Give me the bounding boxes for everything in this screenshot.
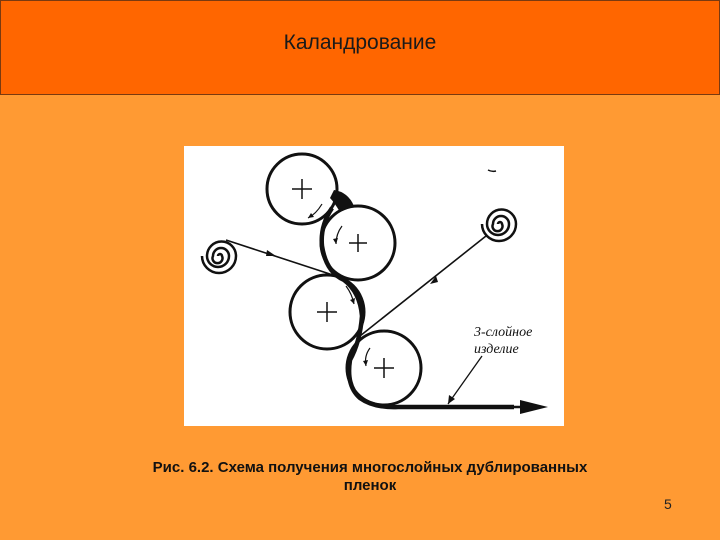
calender-roll-1 — [265, 152, 339, 226]
caption-figure-number: Рис. 6.2. — [152, 459, 218, 476]
caption-text: Схема получения многослойных дублированн… — [217, 459, 588, 476]
stray-mark — [487, 169, 497, 173]
figure-caption: Рис. 6.2. Схема получения многослойных д… — [90, 459, 650, 495]
calendering-diagram: 3-слойное изделие — [184, 146, 564, 426]
title-bar: Каландрование — [0, 0, 720, 95]
calender-roll-2 — [319, 204, 397, 282]
left-film-spiral — [200, 240, 238, 275]
output-arrow — [398, 400, 548, 414]
right-film-spiral — [480, 208, 518, 243]
right-film-path — [359, 235, 487, 337]
calender-roll-3 — [288, 273, 366, 351]
product-label-line2: изделие — [474, 342, 519, 357]
slide-title: Каландрование — [283, 31, 437, 54]
caption-line-2: пленок — [343, 477, 397, 494]
material-bank — [330, 190, 354, 212]
product-label-line1: 3-слойное — [473, 325, 532, 340]
laminated-sheet — [319, 206, 514, 410]
label-pointer-arrow — [447, 355, 483, 405]
caption-line-1: Рис. 6.2. Схема получения многослойных д… — [90, 459, 650, 477]
page-number: 5 — [664, 496, 672, 512]
left-film-path — [225, 239, 337, 277]
